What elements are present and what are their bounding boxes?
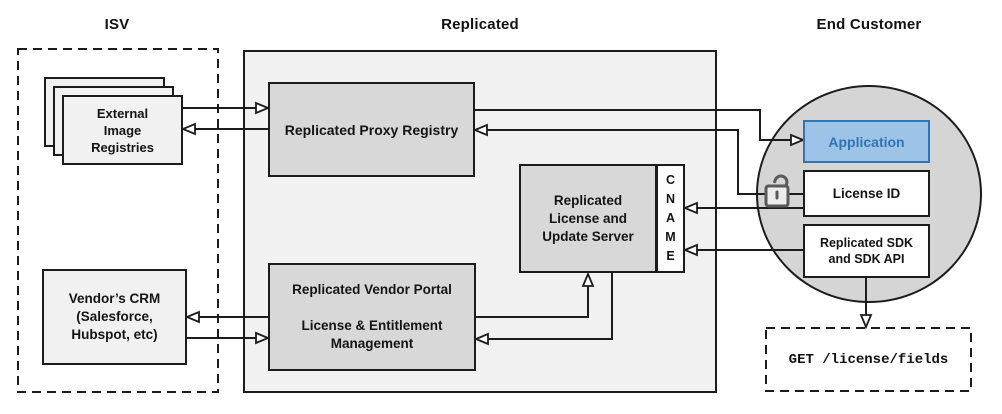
external-image-registries-box: External Image Registries [62, 95, 183, 165]
vendors-crm-box: Vendor’s CRM (Salesforce, Hubspot, etc) [42, 269, 187, 365]
license-id-box: License ID [803, 170, 930, 217]
isv-column-label: ISV [104, 16, 130, 33]
cname-strip: C N A M E [656, 164, 685, 273]
application-box: Application [803, 120, 930, 163]
replicated-proxy-registry-box: Replicated Proxy Registry [268, 82, 475, 177]
open-padlock-icon [764, 174, 790, 208]
replicated-column-label: Replicated [441, 16, 519, 33]
arrowhead-into-crm [184, 310, 200, 324]
end-customer-column-label: End Customer [816, 16, 922, 33]
arrowhead-into-get-endpoint [859, 314, 873, 330]
replicated-vendor-portal-box: Replicated Vendor Portal License & Entit… [268, 263, 476, 371]
replicated-sdk-box: Replicated SDK and SDK API [803, 224, 930, 278]
replicated-license-update-server-box: Replicated License and Update Server [519, 164, 657, 273]
arrowhead-into-registries [180, 122, 196, 136]
get-license-fields-label: GET /license/fields [788, 351, 949, 368]
